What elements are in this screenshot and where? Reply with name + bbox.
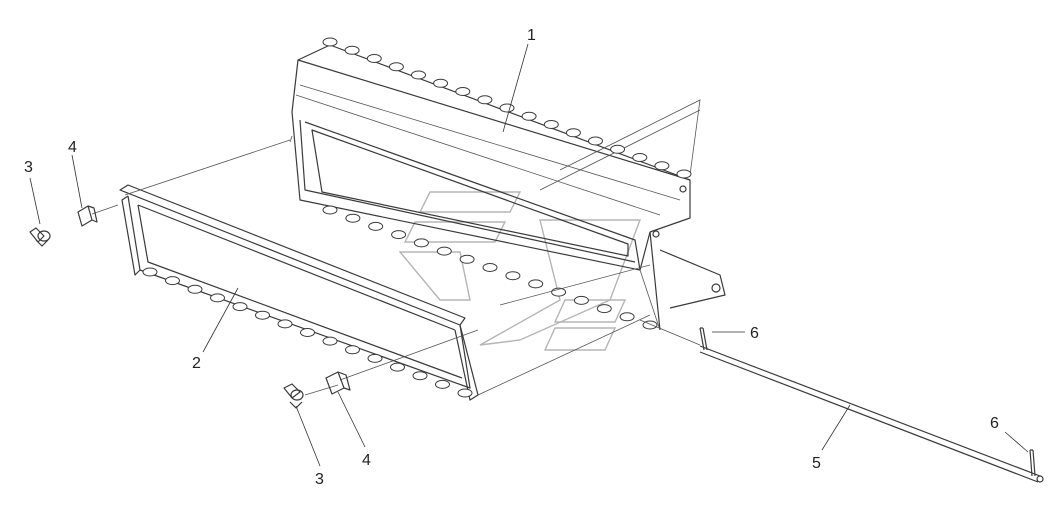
roller [368, 221, 384, 231]
part-4-plate-bottom [325, 371, 351, 395]
roller [505, 271, 521, 281]
roller [344, 45, 360, 55]
roller [187, 284, 203, 294]
part-2-frame [119, 184, 479, 401]
part-3-wing-nut-bottom [283, 383, 304, 409]
roller [573, 295, 589, 305]
roller [632, 153, 648, 162]
callout-part-6-lower: 6 [990, 415, 999, 432]
callout-labels: 1 2 3 3 4 4 5 6 6 [24, 27, 999, 488]
roller [435, 379, 450, 389]
roller [411, 70, 426, 80]
roller [676, 169, 692, 179]
roller [457, 388, 473, 398]
roller [433, 78, 449, 88]
roller [165, 276, 180, 286]
callout-part-4-left: 4 [68, 139, 77, 156]
roller [300, 328, 315, 337]
roller [654, 161, 670, 171]
housing-bottom-rollers [322, 205, 658, 330]
part-6-pin-lower [1029, 449, 1036, 477]
roller [482, 263, 498, 272]
roller [345, 345, 360, 355]
roller [345, 213, 361, 223]
roller [413, 238, 429, 248]
roller [232, 302, 248, 312]
roller [455, 87, 471, 96]
part-5-rod [699, 345, 1044, 483]
roller [543, 120, 559, 129]
roller [436, 246, 452, 256]
roller [390, 362, 405, 372]
roller [210, 293, 225, 303]
callout-part-3-left: 3 [24, 159, 33, 176]
callout-part-5: 5 [812, 455, 821, 472]
roller [528, 279, 544, 289]
callout-part-3-bottom: 3 [315, 471, 324, 488]
leader-lines [29, 43, 1029, 467]
part-6-pin-upper [699, 327, 708, 351]
roller [322, 336, 338, 346]
part-3-wing-nut-left [29, 227, 51, 247]
callout-part-2: 2 [192, 355, 201, 372]
roller [596, 304, 612, 314]
callout-part-4-bottom: 4 [362, 452, 371, 469]
roller [477, 95, 493, 105]
roller [142, 267, 158, 277]
roller [388, 62, 404, 72]
roller [322, 37, 338, 47]
roller [391, 230, 407, 240]
part-4-plate-left [77, 205, 98, 227]
roller [459, 254, 475, 264]
callout-part-6-upper: 6 [750, 325, 759, 342]
roller [499, 103, 515, 113]
roller [565, 128, 581, 138]
assembly-guide-lines [91, 135, 701, 396]
part-1-housing [291, 44, 726, 331]
roller [277, 319, 293, 329]
roller [367, 353, 383, 363]
roller [619, 312, 635, 322]
callout-part-1: 1 [527, 27, 536, 44]
roller [521, 111, 537, 121]
roller [255, 310, 270, 320]
roller [322, 205, 338, 215]
roller [610, 144, 626, 154]
roller [412, 371, 428, 381]
housing-top-rollers [322, 37, 692, 179]
roller [588, 136, 603, 146]
roller [366, 54, 382, 63]
frame-bottom-rollers [142, 267, 473, 398]
